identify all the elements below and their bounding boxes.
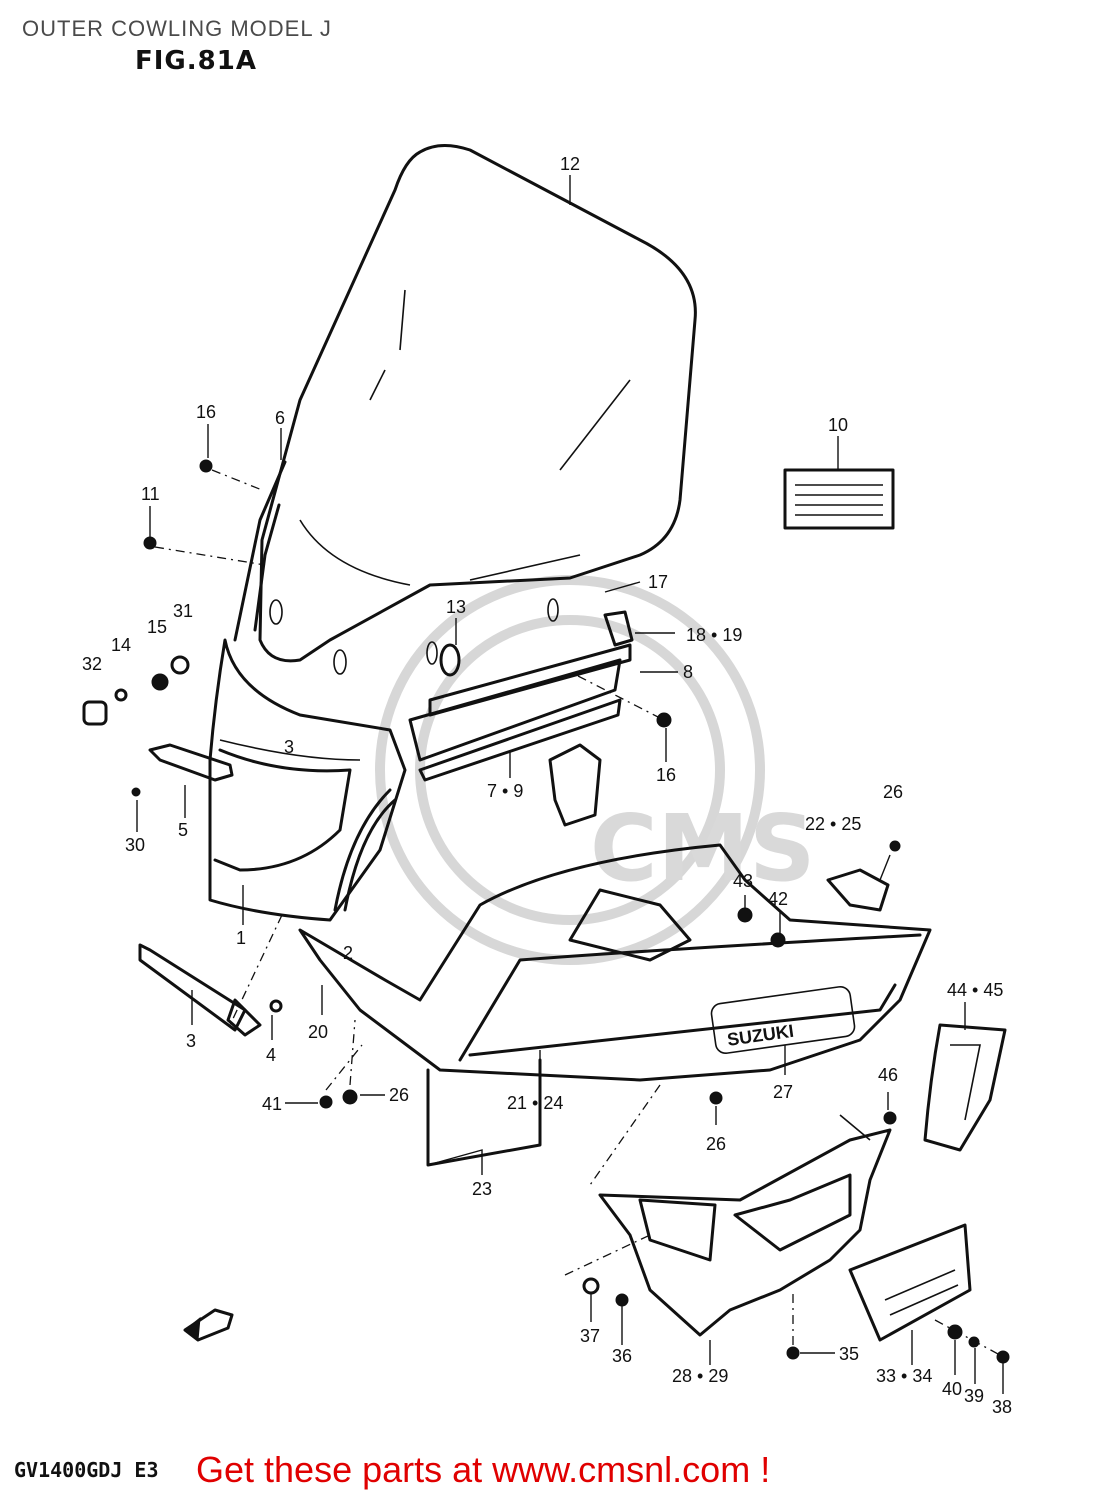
callout: 28 • 29 bbox=[672, 1366, 728, 1386]
callout: 40 bbox=[942, 1379, 962, 1399]
bolt-36 bbox=[615, 1293, 629, 1307]
callout: 41 bbox=[262, 1094, 282, 1114]
callout: 16 bbox=[656, 765, 676, 785]
callout: 12 bbox=[560, 154, 580, 174]
page-title: OUTER COWLING MODEL J bbox=[22, 16, 332, 41]
callout: 38 bbox=[992, 1397, 1012, 1417]
washer-39 bbox=[968, 1336, 980, 1348]
callout: 31 bbox=[173, 601, 193, 621]
nut-43 bbox=[737, 907, 753, 923]
callout: 13 bbox=[446, 597, 466, 617]
part-outer-cowling bbox=[208, 638, 407, 922]
callout: 3 bbox=[186, 1031, 196, 1051]
screw-26-right bbox=[889, 840, 901, 852]
callout: 10 bbox=[828, 415, 848, 435]
callout: 35 bbox=[839, 1344, 859, 1364]
screw-30 bbox=[131, 787, 141, 797]
part-clip bbox=[428, 610, 634, 717]
callout: 26 bbox=[706, 1134, 726, 1154]
part-trim-strip bbox=[233, 460, 287, 642]
callout: 15 bbox=[147, 617, 167, 637]
part-upper-bracket bbox=[408, 658, 622, 827]
callout: 42 bbox=[768, 889, 788, 909]
callout: 1 bbox=[236, 928, 246, 948]
callout: 4 bbox=[266, 1045, 276, 1065]
callout: 26 bbox=[389, 1085, 409, 1105]
part-lower-cowl: SUZUKI bbox=[298, 843, 932, 1082]
figure-label: FIG.81A bbox=[135, 46, 257, 76]
washer-14 bbox=[114, 688, 128, 702]
part-lower-side-cover bbox=[598, 1114, 892, 1337]
part-inner-trim bbox=[333, 788, 397, 912]
grommet-15 bbox=[151, 673, 169, 691]
callout: 20 bbox=[308, 1022, 328, 1042]
bolt-11 bbox=[143, 536, 157, 550]
bolt-42 bbox=[770, 932, 786, 948]
callout: 3 bbox=[284, 737, 294, 757]
screw-35 bbox=[786, 1346, 800, 1360]
clip-31 bbox=[170, 655, 190, 675]
screw-46 bbox=[883, 1111, 897, 1125]
bolt-26-center bbox=[709, 1091, 723, 1105]
model-code: GV1400GDJ E3 bbox=[14, 1458, 159, 1482]
front-direction-arrow-icon bbox=[183, 1308, 234, 1342]
leader-lines bbox=[136, 175, 1004, 1394]
promo-link[interactable]: Get these parts at www.cmsnl.com ! bbox=[196, 1449, 771, 1490]
callout: 32 bbox=[82, 654, 102, 674]
part-windscreen bbox=[258, 144, 697, 675]
callout: 23 bbox=[472, 1179, 492, 1199]
callout: 39 bbox=[964, 1386, 984, 1406]
callout: 27 bbox=[773, 1082, 793, 1102]
part-grille bbox=[848, 1223, 972, 1342]
label-sticker-icon bbox=[783, 468, 895, 530]
part-side-stay bbox=[138, 943, 283, 1037]
part-bracket-5 bbox=[148, 743, 234, 782]
washer-37 bbox=[582, 1277, 600, 1295]
bolt-26-left bbox=[342, 1089, 358, 1105]
nut-32 bbox=[82, 700, 108, 726]
callout: 46 bbox=[878, 1065, 898, 1085]
grommet-13 bbox=[439, 643, 461, 677]
callout: 2 bbox=[343, 943, 353, 963]
part-lower-shield bbox=[426, 1058, 542, 1167]
callout: 30 bbox=[125, 835, 145, 855]
callouts: 12 10 16 6 11 17 13 18 • 19 31 15 14 32 … bbox=[82, 154, 1012, 1417]
callout: 33 • 34 bbox=[876, 1366, 932, 1386]
bolt-16-mid bbox=[656, 712, 672, 728]
callout: 21 • 24 bbox=[507, 1093, 563, 1113]
callout: 7 • 9 bbox=[487, 781, 523, 801]
callout: 36 bbox=[612, 1346, 632, 1366]
callout: 26 bbox=[883, 782, 903, 802]
callout: 18 • 19 bbox=[686, 625, 742, 645]
callout: 5 bbox=[178, 820, 188, 840]
fasteners bbox=[82, 459, 1010, 1364]
callout: 44 • 45 bbox=[947, 980, 1003, 1000]
part-plate bbox=[826, 868, 890, 912]
watermark-text: CMS bbox=[590, 795, 815, 902]
bolt-38 bbox=[996, 1350, 1010, 1364]
callout: 43 bbox=[733, 871, 753, 891]
callout: 17 bbox=[648, 572, 668, 592]
screw-41 bbox=[319, 1095, 333, 1109]
callout: 6 bbox=[275, 408, 285, 428]
callout: 11 bbox=[141, 484, 160, 504]
bolt-16-top bbox=[199, 459, 213, 473]
callout: 8 bbox=[683, 662, 693, 682]
callout: 37 bbox=[580, 1326, 600, 1346]
callout: 22 • 25 bbox=[805, 814, 861, 834]
watermark: CMS bbox=[375, 575, 815, 965]
nut-40 bbox=[947, 1324, 963, 1340]
callout: 14 bbox=[111, 635, 131, 655]
callout: 16 bbox=[196, 402, 216, 422]
part-side-duct bbox=[923, 1023, 1007, 1152]
